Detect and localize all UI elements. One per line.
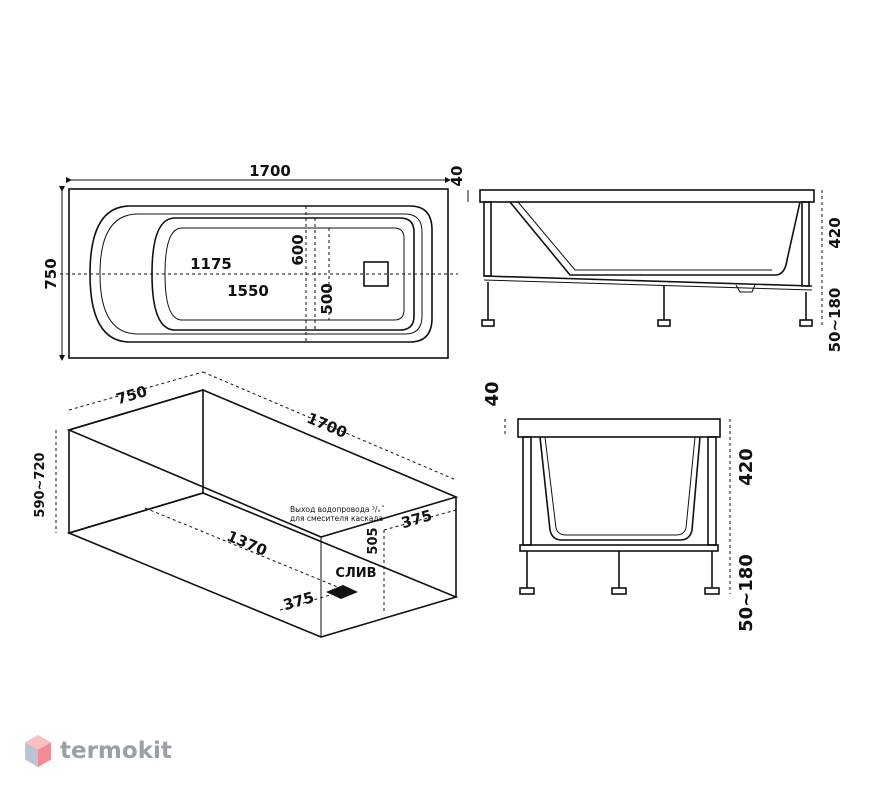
top-bottom-width-label: 500 [318,283,336,314]
end-foot-pad-1 [519,587,535,595]
persp-back-wall [68,388,204,535]
side-foot-pad-2 [657,319,671,327]
side-leg-front [483,201,492,277]
top-bowl-rim [99,213,423,335]
top-inner-length-label: 1175 [190,255,232,273]
top-length-label: 1700 [249,162,291,180]
end-height-label: 420 [736,448,757,486]
persp-height-label: 590~720 [33,452,48,517]
side-legs-label: 50~180 [826,288,844,353]
end-rim-label: 40 [482,381,503,406]
side-foot-pad-3 [799,319,813,327]
end-legs-label: 50~180 [736,554,757,632]
persp-length-dim [202,371,457,481]
persp-niche-label: 1370 [224,527,269,560]
side-frame-bar2 [483,279,813,291]
persp-width-label: 750 [114,382,149,408]
side-rim [479,189,815,203]
top-inner-width-label: 600 [289,234,307,265]
end-foot-pad-2 [611,587,627,595]
top-drain-square [363,261,389,287]
side-leg-back [801,201,810,287]
persp-drain-label: СЛИВ [335,566,376,581]
persp-drain-icon [326,585,358,599]
side-frame-bar [483,275,813,287]
perspective-view: 750 1700 590~720 1370 СЛИВ 375 375 505 В… [33,371,459,638]
top-bottom-length-label: 1550 [227,282,269,300]
termokit-logo: termokit [24,734,172,768]
top-bowl-outer [89,205,433,343]
persp-width-dim [68,371,204,411]
persp-front-offset-label: 375 [281,588,316,614]
end-leg-left [522,436,532,546]
persp-length-label: 1700 [304,409,349,442]
side-foot-pad-1 [481,319,495,327]
logo-icon [25,735,51,767]
side-height-label: 420 [826,217,844,248]
side-bowl [509,201,801,276]
top-width-label: 750 [42,258,60,289]
side-view: 40 420 50~180 [448,166,844,353]
persp-side-offset-dim [383,509,457,531]
side-bowl-inner [517,201,772,271]
persp-side-offset-label: 375 [399,506,434,532]
top-bowl-inner [151,217,415,331]
side-rim-label: 40 [448,166,466,187]
side-drain [735,284,756,293]
persp-niche-dim [144,507,346,591]
top-view: 1700 750 1175 1550 600 500 [42,162,458,361]
watermark-text: termokit [60,738,172,764]
end-foot-pad-3 [704,587,720,595]
end-frame-bar [519,544,719,552]
persp-water-note-2: для смесителя каскада [290,514,383,523]
persp-front-offset-dim [279,591,341,611]
persp-drain-height-label: 505 [366,527,381,554]
end-bowl [539,436,701,541]
top-bowl-bottom [164,227,405,321]
persp-water-note-1: Выход водопровода ³/ₓ˝ [290,505,385,514]
end-view: 40 420 50~180 [482,381,757,631]
end-leg-right [707,436,717,546]
end-bowl-inner [544,436,696,536]
end-rim [517,418,721,438]
